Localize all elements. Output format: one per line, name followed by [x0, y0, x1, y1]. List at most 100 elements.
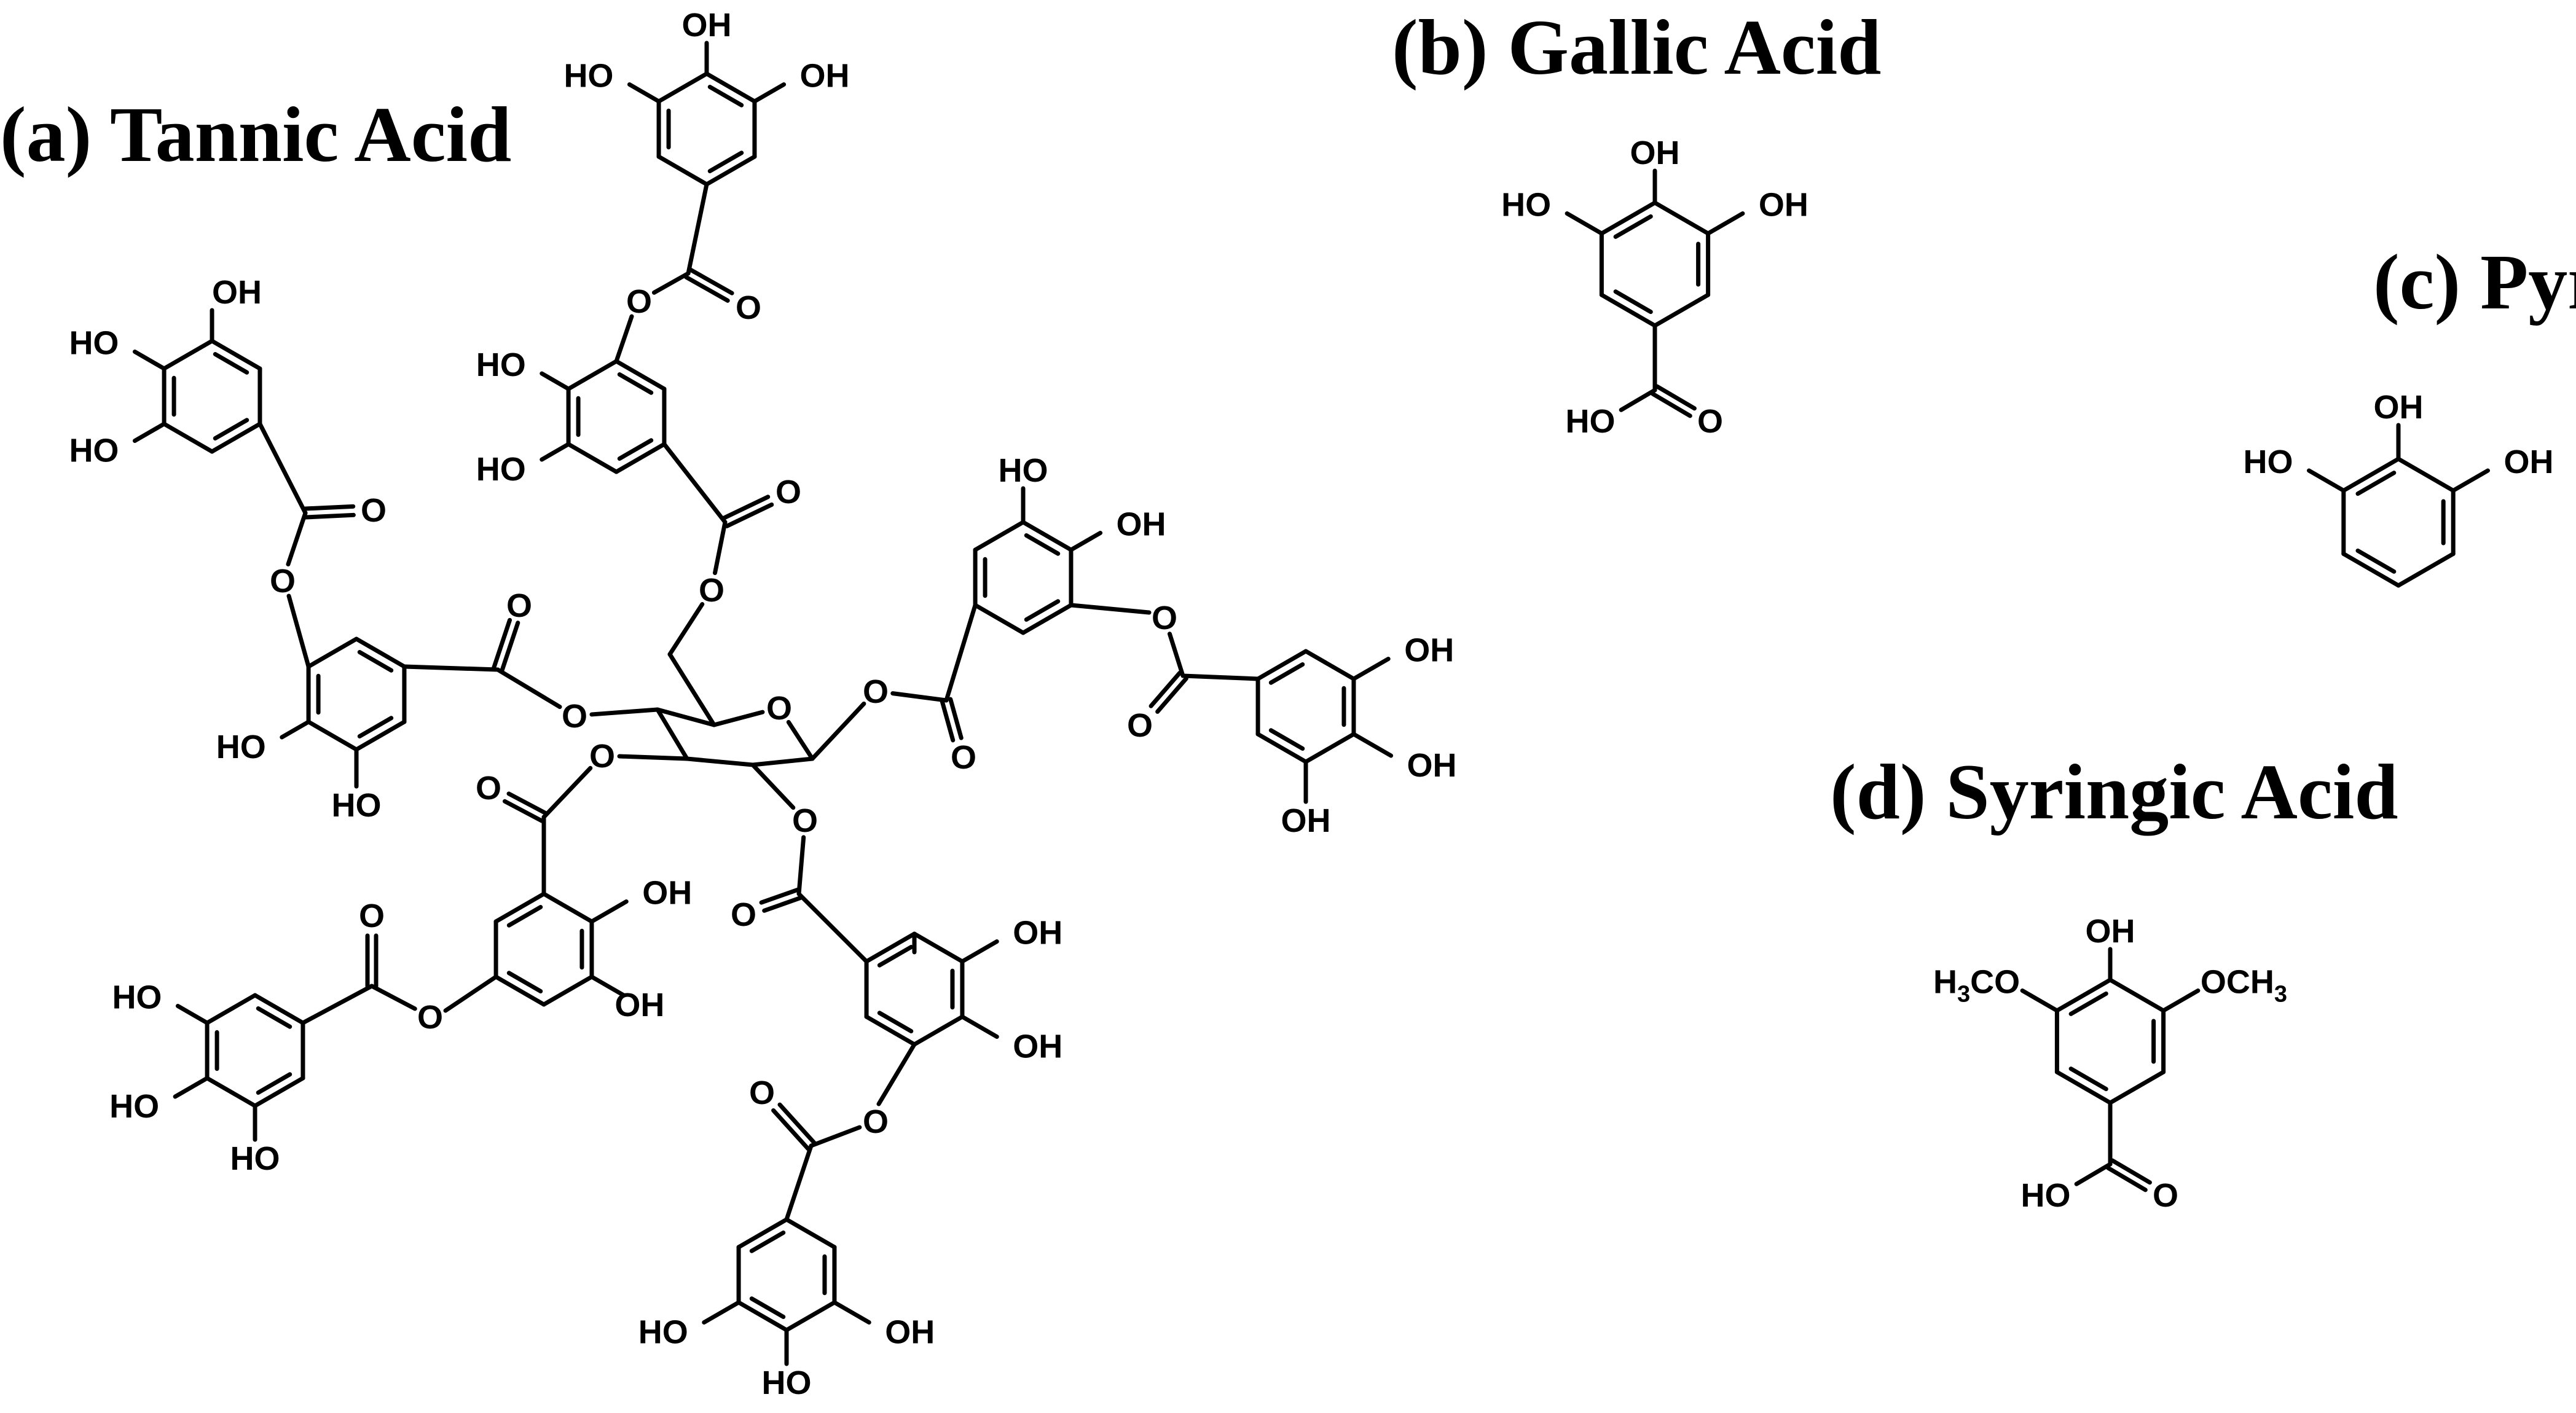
gallic-ring-bond — [1613, 289, 1653, 315]
ring-i-oh-right: OH — [1013, 915, 1062, 952]
bond — [589, 974, 626, 998]
pyrogallol-ring-bond — [2396, 552, 2456, 588]
bond — [960, 939, 999, 964]
ring-b-oh-right: OH — [800, 58, 850, 95]
c3-bond — [541, 765, 593, 820]
bond — [688, 267, 734, 296]
c1-carbonyl-o: O — [951, 739, 976, 776]
syringic-h3co: H3CO — [1933, 964, 2020, 1008]
ring-c-ester-carbonyl-o: O — [361, 492, 387, 529]
bond — [651, 271, 691, 295]
ring-a — [614, 442, 667, 474]
pyrogallol-oh-right: OH — [2503, 444, 2553, 480]
ring-b-ho-left: HO — [564, 58, 613, 95]
pyrogallol-ring-bond — [2341, 552, 2401, 588]
ring-i-ester — [784, 1143, 814, 1222]
bond — [303, 512, 356, 520]
ring-c — [306, 719, 359, 752]
ring-a — [617, 438, 654, 461]
c1-bond — [944, 603, 978, 703]
ring-e — [973, 603, 1026, 635]
pyrogallol-ho-left: HO — [2244, 444, 2293, 480]
bond — [280, 719, 311, 740]
c1-o: O — [863, 673, 889, 710]
syringic-och3: OCH3 — [2201, 964, 2287, 1008]
ring-j — [784, 1300, 837, 1333]
bond — [540, 442, 571, 462]
ring-e — [1024, 599, 1061, 622]
ring-b-oh-top: OH — [682, 7, 732, 44]
ring-j — [736, 1300, 789, 1333]
c6-bond — [667, 602, 705, 657]
ring-c-ester-o: O — [270, 563, 296, 600]
ring-j-ho-bottom: HO — [762, 1364, 812, 1401]
c3-bond — [506, 791, 548, 816]
c2-bond — [759, 887, 800, 905]
c6-carbonyl-o: O — [776, 474, 801, 511]
bond — [684, 275, 730, 303]
ring-e-ester — [1069, 603, 1152, 615]
glucose-bond — [667, 652, 717, 727]
bond — [540, 371, 571, 391]
ring-e — [1021, 520, 1074, 552]
gallic-ring-bond — [1652, 200, 1711, 236]
ring-h — [253, 993, 305, 1025]
ring-e — [973, 520, 1026, 552]
ring-b — [656, 154, 709, 187]
syringic-ring-bond — [2108, 977, 2166, 1013]
bond — [2020, 988, 2059, 1013]
ring-f — [1255, 649, 1308, 681]
bond — [1149, 670, 1182, 708]
title-pyrogallol: (c) Pyrogallol — [2373, 238, 2576, 326]
c4-o: O — [562, 698, 587, 735]
c3-bond — [502, 799, 544, 823]
ring-j — [784, 1217, 837, 1250]
ring-g — [493, 891, 546, 924]
c6-bond — [724, 502, 774, 528]
syringic-oh-top: OH — [2086, 913, 2135, 950]
glucose-bond — [655, 707, 689, 761]
ring-g — [493, 974, 546, 1007]
ring-b — [707, 85, 744, 108]
bond — [1565, 211, 1604, 236]
bond — [286, 511, 308, 566]
c4-bond — [402, 664, 500, 672]
bond — [752, 82, 787, 104]
ring-d-ho-left: HO — [69, 433, 119, 469]
bond — [1619, 388, 1657, 412]
c2-bond — [796, 891, 869, 964]
ring-g-ester — [300, 984, 374, 1025]
ring-a-ester-carbonyl-o: O — [736, 289, 761, 326]
ring-h — [205, 1076, 257, 1108]
ring-h-ho-top: HO — [112, 979, 162, 1016]
ring-i — [912, 1014, 965, 1047]
ring-g-ester-carbonyl-o: O — [359, 898, 385, 934]
c4-bond — [589, 707, 660, 717]
bond — [132, 350, 167, 371]
ring-h — [253, 1076, 305, 1108]
c6-bond — [662, 442, 728, 525]
c6-o: O — [699, 572, 724, 609]
ring-a — [566, 359, 619, 391]
bond — [771, 1108, 811, 1151]
ring-g-ester — [443, 974, 498, 1013]
bond — [809, 1125, 862, 1148]
ring-c — [354, 719, 407, 752]
gallic-cooh-ho: HO — [1566, 403, 1616, 440]
gallic-ring-bond — [1613, 214, 1653, 239]
ring-a-ho-left: HO — [476, 346, 526, 383]
ring-h-ho-left: HO — [109, 1088, 159, 1125]
bond — [303, 504, 356, 511]
bond-lines — [132, 41, 2490, 1366]
ring-h — [256, 1006, 293, 1029]
c3-bond — [617, 754, 689, 761]
c1-bond — [810, 701, 866, 761]
glucose-bond — [685, 756, 755, 767]
c2-bond — [796, 835, 806, 896]
bond — [960, 1014, 999, 1039]
ring-f — [1268, 728, 1305, 751]
syringic-ring-bond — [2068, 1067, 2108, 1092]
syringic-cooh-ho: HO — [2021, 1177, 2071, 1214]
ring-g — [506, 971, 543, 993]
c3-o: O — [589, 738, 615, 775]
